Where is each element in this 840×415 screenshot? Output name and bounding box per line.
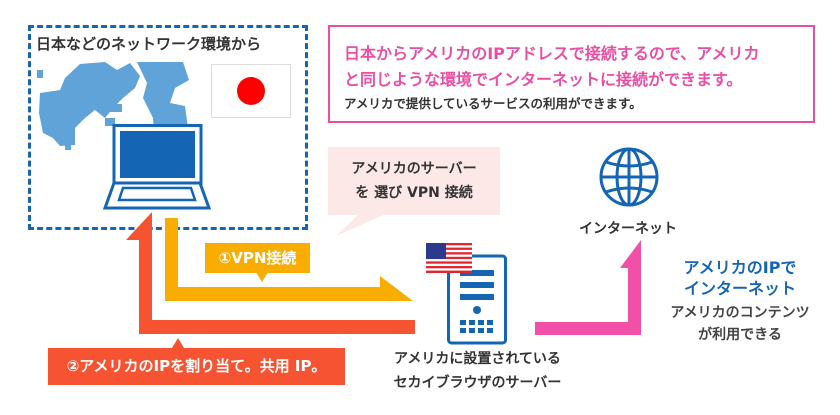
internet-label: インターネット	[579, 221, 677, 237]
vpn-label-tail	[256, 272, 268, 282]
ip-assign-step-label: ②アメリカのIPを割り当て。共用 IP。	[48, 348, 345, 385]
server-icon	[447, 254, 507, 345]
usa-flag-icon	[426, 243, 472, 273]
server-caption-line-2: セカイブラウザのサーバー	[393, 375, 562, 391]
result-line-3: アメリカのコンテンツ	[670, 305, 810, 321]
local-network-title: 日本などのネットワーク環境から	[36, 35, 262, 53]
info-line-1: 日本からアメリカのIPアドレスで接続するので、アメリカ	[344, 44, 760, 63]
result-text: アメリカのIPで インターネット アメリカのコンテンツ が利用できる	[650, 257, 830, 346]
speech-bubble-text: アメリカのサーバー を 選び VPN 接続	[328, 157, 500, 205]
info-box: 日本からアメリカのIPアドレスで接続するので、アメリカ と同じような環境でインタ…	[328, 25, 815, 123]
globe-icon	[599, 147, 659, 207]
speech-bubble	[328, 147, 500, 236]
bubble-line-2: を 選び VPN 接続	[355, 185, 473, 201]
vpn-step-label: ①VPN接続	[205, 243, 310, 273]
server-caption-line-1: アメリカに設置されている	[394, 351, 561, 367]
vpn-arrow	[165, 218, 413, 301]
server-caption: アメリカに設置されている セカイブラウザのサーバー	[375, 347, 580, 395]
result-line-4: が利用できる	[698, 327, 782, 343]
result-line-1: アメリカのIPで	[683, 258, 797, 277]
ip-label-tail	[172, 338, 184, 348]
ip-assign-arrow	[126, 212, 415, 334]
bubble-line-1: アメリカのサーバー	[351, 161, 477, 177]
japan-flag-icon	[211, 64, 291, 118]
info-line-2: と同じような環境でインターネットに接続ができます。	[344, 70, 743, 89]
info-line-3: アメリカで提供しているサービスの利用ができます。	[344, 96, 642, 111]
internet-arrow	[535, 240, 641, 335]
laptop-icon	[103, 124, 211, 210]
result-line-2: インターネット	[683, 279, 796, 298]
